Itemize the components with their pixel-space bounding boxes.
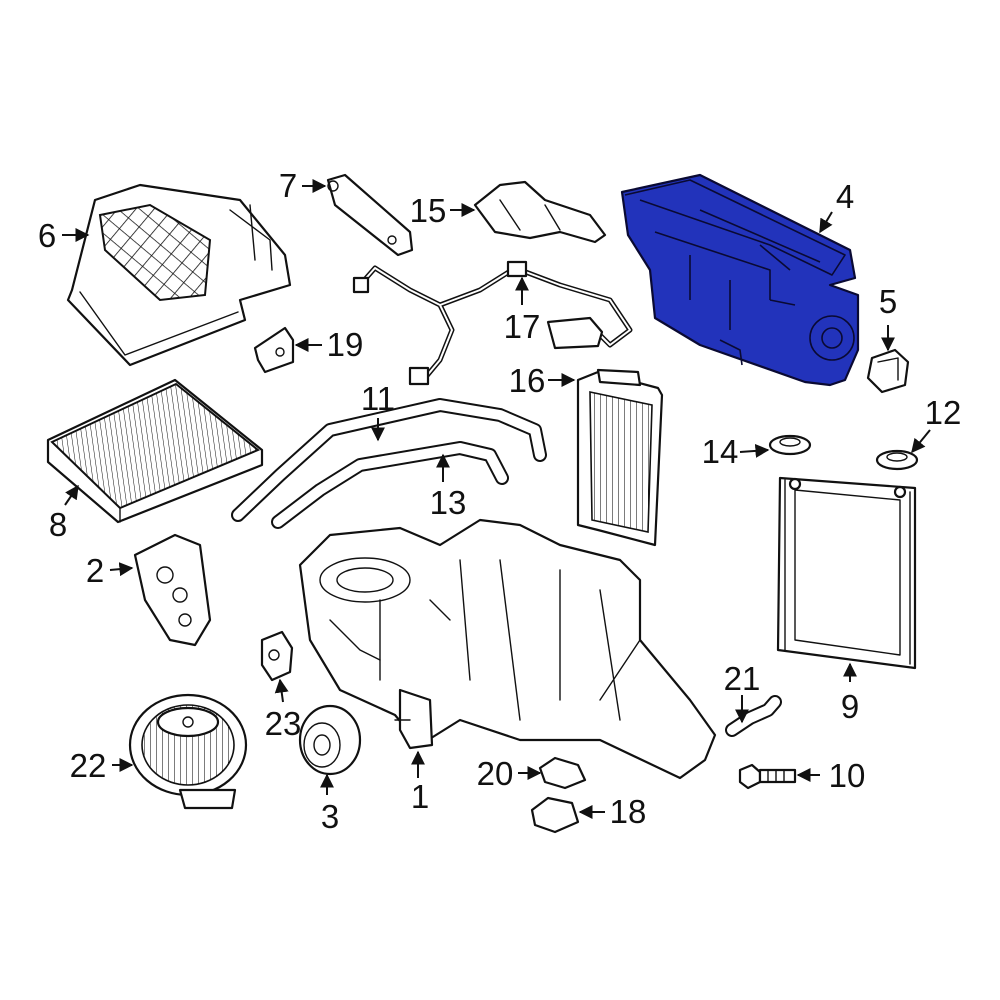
callout-5: 5 [879, 283, 897, 320]
part-7-lever [326, 173, 414, 257]
callout-10: 10 [829, 757, 866, 794]
part-13-hose [271, 441, 509, 529]
callout-7: 7 [279, 167, 297, 204]
callout-16: 16 [509, 362, 546, 399]
callout-1: 1 [411, 778, 429, 815]
callout-18: 18 [610, 793, 647, 830]
callout-11: 11 [361, 380, 395, 417]
callout-12: 12 [925, 394, 962, 431]
callout-19: 19 [327, 326, 364, 363]
callout-22: 22 [70, 747, 107, 784]
callout-21: 21 [724, 660, 761, 697]
callout-20: 20 [477, 755, 514, 792]
callout-9: 9 [841, 688, 859, 725]
part-5-actuator [866, 348, 910, 394]
part-4-evaporator-case-highlighted [620, 173, 860, 387]
part-1-hvac-case [298, 518, 717, 780]
callout-15: 15 [410, 192, 447, 229]
leader-arrows [62, 179, 931, 819]
part-14-grommet [768, 434, 812, 456]
callout-4: 4 [836, 178, 854, 215]
callout-13: 13 [430, 484, 467, 521]
part-20-connector [538, 756, 587, 790]
part-11-hose [231, 398, 547, 522]
callout-8: 8 [49, 506, 67, 543]
part-22-blower-motor [128, 693, 248, 810]
part-2-gasket [133, 533, 212, 647]
part-3-motor-cap [298, 704, 362, 776]
callout-labels: 1 2 3 4 5 6 7 8 9 10 11 12 13 14 15 16 1… [38, 167, 962, 835]
part-21-hose [725, 695, 782, 737]
part-8-cabin-filter [46, 378, 264, 524]
part-18-connector [530, 796, 580, 834]
part-10-bolt [738, 763, 797, 790]
callout-3: 3 [321, 798, 339, 835]
part-23-resistor [260, 630, 294, 682]
callout-17: 17 [504, 308, 541, 345]
part-15-duct [473, 180, 607, 244]
part-12-grommet [875, 449, 919, 471]
part-6-blower-housing [66, 183, 292, 367]
part-16-core [576, 368, 664, 547]
part-9-heater-core [776, 476, 917, 670]
callout-14: 14 [702, 433, 739, 470]
callout-23: 23 [265, 705, 302, 742]
part-19-bracket [253, 326, 295, 374]
part-17-wiring-harness [352, 260, 633, 386]
callout-6: 6 [38, 217, 56, 254]
callout-2: 2 [86, 552, 104, 589]
